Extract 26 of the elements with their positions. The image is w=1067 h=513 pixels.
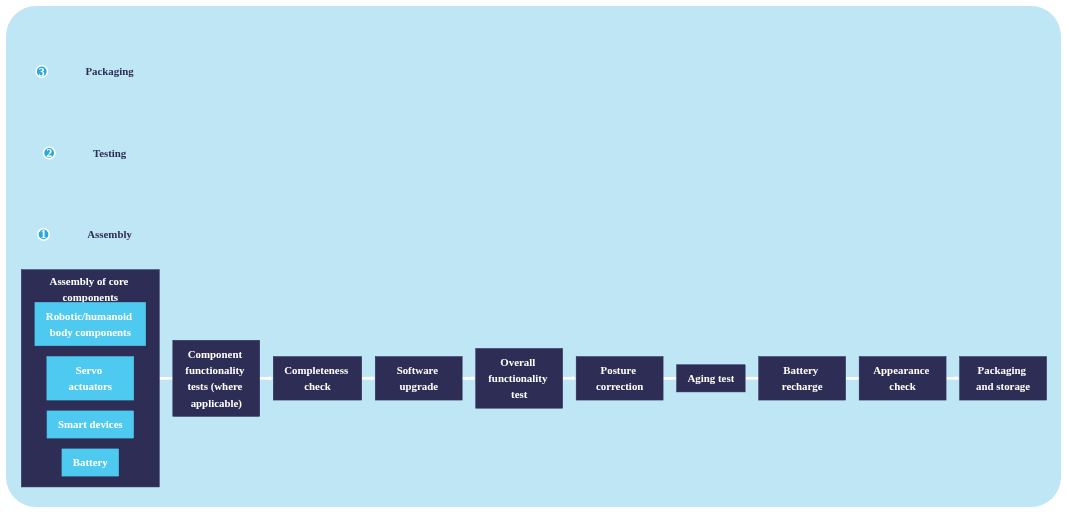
node-box: Aging test xyxy=(675,364,745,393)
node-box: Software upgrade xyxy=(374,356,462,401)
arrow xyxy=(561,376,576,382)
node-box: Robotic/humanoid body components xyxy=(34,302,146,347)
connector xyxy=(744,377,759,381)
node-box: Smart devices xyxy=(46,411,134,439)
arrow xyxy=(259,376,274,382)
node-box: Posture correction xyxy=(575,356,663,401)
node-box: Component functionality tests (where applicable) xyxy=(172,340,260,417)
node-box: Battery xyxy=(61,449,119,477)
connector xyxy=(844,377,859,381)
arrow xyxy=(361,376,376,382)
connector xyxy=(158,377,173,381)
node-circle: 2 xyxy=(42,146,56,160)
node-label: Testing xyxy=(92,147,126,160)
node-circle: 3 xyxy=(34,65,48,79)
connector xyxy=(662,377,677,381)
node-box: Appearance check xyxy=(858,356,946,401)
node-box: Completeness check xyxy=(272,356,362,401)
node-box: Servo actuators xyxy=(46,356,134,401)
node-box: Battery recharge xyxy=(758,356,846,401)
node-label: Packaging xyxy=(84,65,134,78)
node-box: Overall functionality test xyxy=(475,348,563,409)
node-label: Assembly xyxy=(86,228,132,241)
node-circle: 1 xyxy=(36,228,50,242)
node-box: Packaging and storage xyxy=(958,356,1047,401)
